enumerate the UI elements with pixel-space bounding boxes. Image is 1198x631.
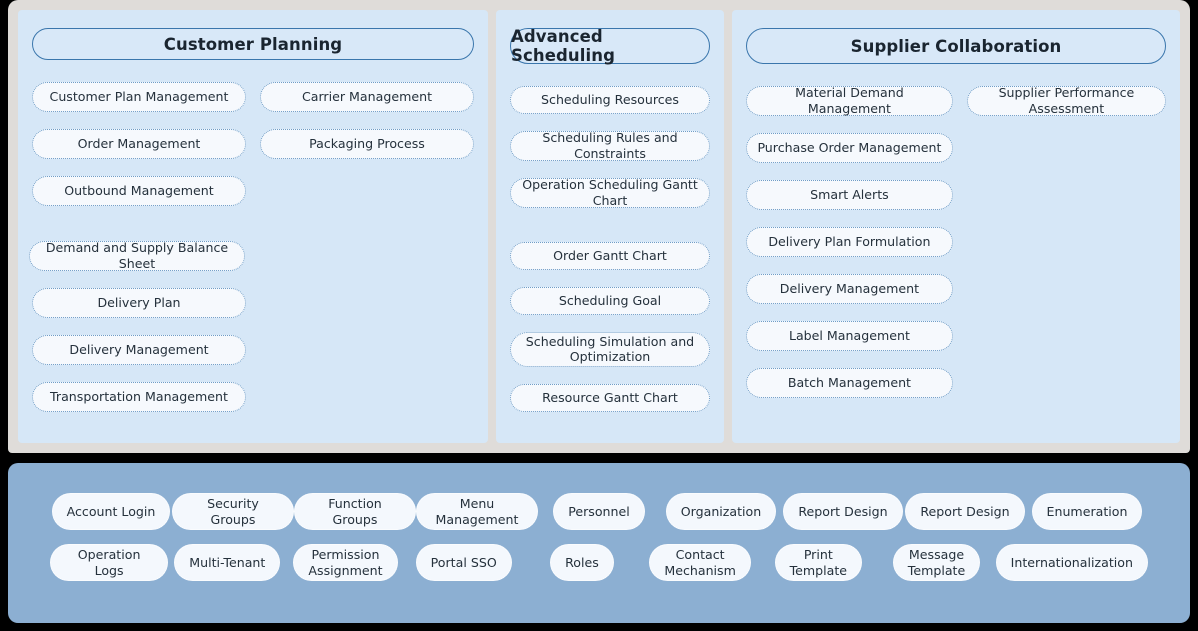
platform-personnel[interactable]: Personnel — [553, 493, 645, 530]
platform-print-template[interactable]: Print Template — [774, 544, 863, 581]
platform-account-login[interactable]: Account Login — [51, 493, 171, 530]
module-order-gantt-chart[interactable]: Order Gantt Chart — [510, 241, 710, 270]
column-title: Advanced Scheduling — [511, 27, 616, 65]
module-label-management[interactable]: Label Management — [746, 321, 953, 351]
platform-roles[interactable]: Roles — [550, 544, 614, 581]
column-header-advanced-scheduling[interactable]: Advanced Scheduling — [510, 27, 710, 65]
platform-contact-mechanism[interactable]: Contact Mechanism — [649, 544, 751, 581]
module-material-demand-management[interactable]: Material Demand Management — [746, 85, 953, 116]
module-order-management[interactable]: Order Management — [32, 129, 246, 159]
platform-row-2: Operation Logs Multi-Tenant Permission A… — [50, 544, 1148, 581]
module-carrier-management[interactable]: Carrier Management — [260, 82, 474, 112]
platform-cell: Report Design — [904, 493, 1026, 530]
platform-cell: Portal SSO — [405, 544, 523, 581]
module-outbound-management[interactable]: Outbound Management — [32, 176, 246, 206]
module-packaging-process[interactable]: Packaging Process — [260, 129, 474, 159]
platform-security-groups[interactable]: Security Groups — [172, 493, 294, 530]
supplier-right-subcolumn: Supplier Performance Assessment — [966, 85, 1166, 415]
column-title: Customer Planning — [163, 34, 343, 54]
platform-cell: Personnel — [538, 493, 660, 530]
platform-cell: Contact Mechanism — [641, 544, 759, 581]
platform-cell: Organization — [660, 493, 782, 530]
platform-cell: Security Groups — [172, 493, 294, 530]
column-title: Supplier Collaboration — [850, 36, 1062, 56]
platform-cell: Permission Assignment — [286, 544, 404, 581]
platform-cell: Print Template — [759, 544, 877, 581]
module-batch-management[interactable]: Batch Management — [746, 368, 953, 398]
module-demand-and-supply-balance-sheet[interactable]: Demand and Supply Balance Sheet — [29, 240, 245, 271]
module-operation-scheduling-gantt-chart[interactable]: Operation Scheduling Gantt Chart — [510, 177, 710, 208]
module-delivery-plan-formulation[interactable]: Delivery Plan Formulation — [746, 227, 953, 257]
group-spacer — [510, 225, 710, 242]
platform-menu-management[interactable]: Menu Management — [416, 493, 538, 530]
platform-internationalization[interactable]: Internationalization — [995, 544, 1148, 581]
platform-report-design-2[interactable]: Report Design — [905, 493, 1025, 530]
platform-services-panel: Account Login Security Groups Function G… — [8, 463, 1190, 623]
group-spacer — [32, 223, 246, 241]
platform-cell: Internationalization — [995, 544, 1148, 581]
platform-cell: Report Design — [782, 493, 904, 530]
column-header-supplier-collaboration[interactable]: Supplier Collaboration — [746, 28, 1166, 64]
platform-cell: Multi-Tenant — [168, 544, 286, 581]
platform-cell: Account Login — [50, 493, 172, 530]
platform-cell: Function Groups — [294, 493, 416, 530]
module-smart-alerts[interactable]: Smart Alerts — [746, 180, 953, 210]
customer-planning-left-subcolumn: Customer Plan Management Order Managemen… — [29, 82, 246, 429]
platform-cell: Roles — [523, 544, 641, 581]
platform-operation-logs[interactable]: Operation Logs — [50, 544, 169, 581]
module-transportation-management[interactable]: Transportation Management — [32, 382, 246, 412]
platform-organization[interactable]: Organization — [665, 493, 777, 530]
module-frame: Customer Planning Customer Plan Manageme… — [8, 0, 1190, 453]
module-scheduling-resources[interactable]: Scheduling Resources — [510, 86, 710, 114]
supplier-collaboration-subcolumns: Material Demand Management Purchase Orde… — [746, 85, 1166, 415]
module-customer-plan-management[interactable]: Customer Plan Management — [32, 82, 246, 112]
module-scheduling-goal[interactable]: Scheduling Goal — [510, 286, 710, 315]
platform-permission-assignment[interactable]: Permission Assignment — [293, 544, 398, 581]
platform-cell: Message Template — [877, 544, 995, 581]
module-delivery-management[interactable]: Delivery Management — [32, 335, 246, 365]
platform-function-groups[interactable]: Function Groups — [294, 493, 416, 530]
platform-cell: Menu Management — [416, 493, 538, 530]
module-delivery-plan[interactable]: Delivery Plan — [32, 288, 246, 318]
customer-planning-right-subcolumn: Carrier Management Packaging Process — [260, 82, 474, 429]
platform-cell: Enumeration — [1026, 493, 1148, 530]
platform-multi-tenant[interactable]: Multi-Tenant — [174, 544, 281, 581]
platform-message-template[interactable]: Message Template — [892, 544, 981, 581]
module-purchase-order-management[interactable]: Purchase Order Management — [746, 133, 953, 163]
platform-report-design-1[interactable]: Report Design — [783, 493, 903, 530]
platform-enumeration[interactable]: Enumeration — [1031, 493, 1143, 530]
supplier-left-subcolumn: Material Demand Management Purchase Orde… — [746, 85, 953, 415]
platform-cell: Operation Logs — [50, 544, 169, 581]
module-scheduling-rules-and-constraints[interactable]: Scheduling Rules and Constraints — [510, 130, 710, 161]
column-header-customer-planning[interactable]: Customer Planning — [32, 28, 474, 60]
module-delivery-management[interactable]: Delivery Management — [746, 274, 953, 304]
customer-planning-subcolumns: Customer Plan Management Order Managemen… — [29, 82, 474, 429]
module-supplier-performance-assessment[interactable]: Supplier Performance Assessment — [966, 85, 1166, 116]
column-advanced-scheduling: Advanced Scheduling Scheduling Resources… — [496, 10, 724, 443]
platform-row-1: Account Login Security Groups Function G… — [50, 493, 1148, 530]
column-customer-planning: Customer Planning Customer Plan Manageme… — [18, 10, 488, 443]
platform-portal-sso[interactable]: Portal SSO — [415, 544, 512, 581]
column-supplier-collaboration: Supplier Collaboration Material Demand M… — [732, 10, 1180, 443]
module-resource-gantt-chart[interactable]: Resource Gantt Chart — [510, 384, 710, 412]
module-scheduling-simulation-and-optimization[interactable]: Scheduling Simulation and Optimization — [510, 331, 710, 367]
